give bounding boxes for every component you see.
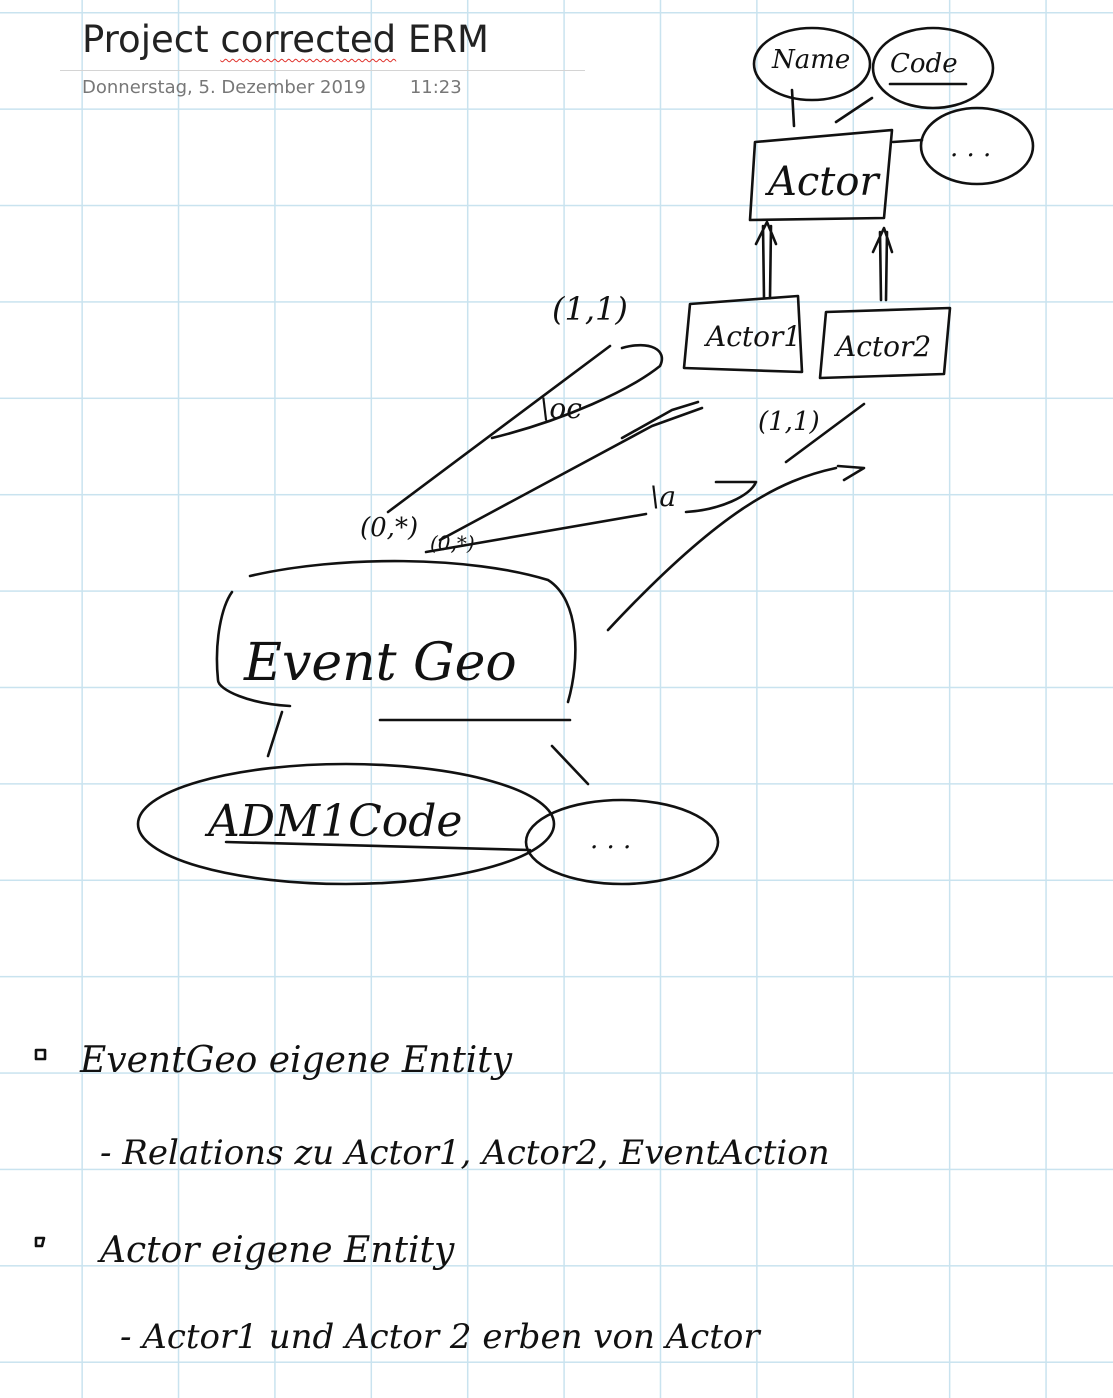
actor2-entity-label: Actor2 [833, 330, 931, 363]
attribute-code-label: Code [890, 49, 958, 79]
attribute-name-label: Name [771, 45, 850, 75]
relationship-actor2-lower-line [424, 512, 648, 554]
inheritance-arrow-actor1 [754, 220, 778, 300]
relationship-actor1-outline-upper [490, 343, 664, 440]
actor-entity-box [748, 128, 894, 222]
actor1-entity-box [682, 294, 804, 374]
note-bullet-1: EventGeo eigene Entity [79, 1040, 513, 1081]
title-misspelled-word: corrected [220, 18, 397, 61]
relationship-actor2-top-line [784, 402, 866, 464]
actor2-entity-box [818, 306, 952, 380]
page-title[interactable]: Project corrected ERM [60, 14, 585, 66]
relationship-actor2-label: \a [650, 480, 676, 513]
inheritance-arrow-actor2 [871, 226, 894, 302]
checkbox-icon[interactable] [34, 1048, 47, 1061]
cardinality-event-left: (0,*) [360, 513, 418, 543]
attribute-name-ellipse [752, 26, 872, 102]
attribute-event-more-ellipse [524, 798, 720, 886]
relationship-actor2-end-hook [836, 464, 866, 482]
title-underline [60, 70, 585, 71]
note-bullet-1-sub: - Relations zu Actor1, Actor2, EventActi… [100, 1133, 830, 1173]
relationship-actor1-return-upper [620, 400, 700, 440]
title-suffix: ERM [396, 18, 489, 61]
attribute-adm1code-ellipse [136, 762, 556, 886]
title-prefix: Project [82, 18, 221, 61]
flag-icon[interactable] [34, 1236, 46, 1248]
attribute-code-ellipse [871, 26, 995, 110]
note-bullet-2: Actor eigene Entity [97, 1230, 455, 1271]
event-geo-entity-outline [215, 559, 577, 722]
page-meta: Donnerstag, 5. Dezember 2019 11:23 [60, 77, 585, 98]
note-bullet-2-sub: - Actor1 und Actor 2 erben von Actor [120, 1317, 761, 1357]
actor-entity-label: Actor [764, 159, 881, 205]
attribute-more-label: . . . [950, 133, 991, 163]
attribute-adm1code-key-underline [224, 840, 532, 852]
actor1-entity-label: Actor1 [703, 320, 801, 353]
relationship-actor1-outline-lower [386, 344, 612, 514]
relationship-actor2-loop [684, 480, 758, 514]
page-date: Donnerstag, 5. Dezember 2019 [82, 77, 366, 98]
relationship-actor1-label: \oc [540, 392, 582, 425]
attribute-more-ellipse [919, 106, 1035, 186]
event-more-link [550, 744, 590, 786]
page-header: Project corrected ERM Donnerstag, 5. Dez… [60, 14, 585, 98]
relationship-actor2-long-line [606, 466, 838, 632]
cardinality-event-right: (0,*) [430, 531, 475, 555]
relationship-actor1-return-lower [438, 406, 704, 542]
attribute-event-more-label: . . . [590, 825, 631, 855]
actor-more-link [891, 138, 924, 144]
cardinality-actor1-top: (1,1) [552, 290, 628, 328]
actor-code-link [834, 96, 874, 124]
actor-name-link [790, 88, 796, 128]
page-time: 11:23 [409, 77, 462, 98]
event-adm1-link [266, 710, 284, 758]
cardinality-actor2-top: (1,1) [758, 407, 820, 437]
event-geo-entity-label: Event Geo [243, 633, 517, 693]
attribute-adm1code-label: ADM1Code [204, 796, 462, 847]
